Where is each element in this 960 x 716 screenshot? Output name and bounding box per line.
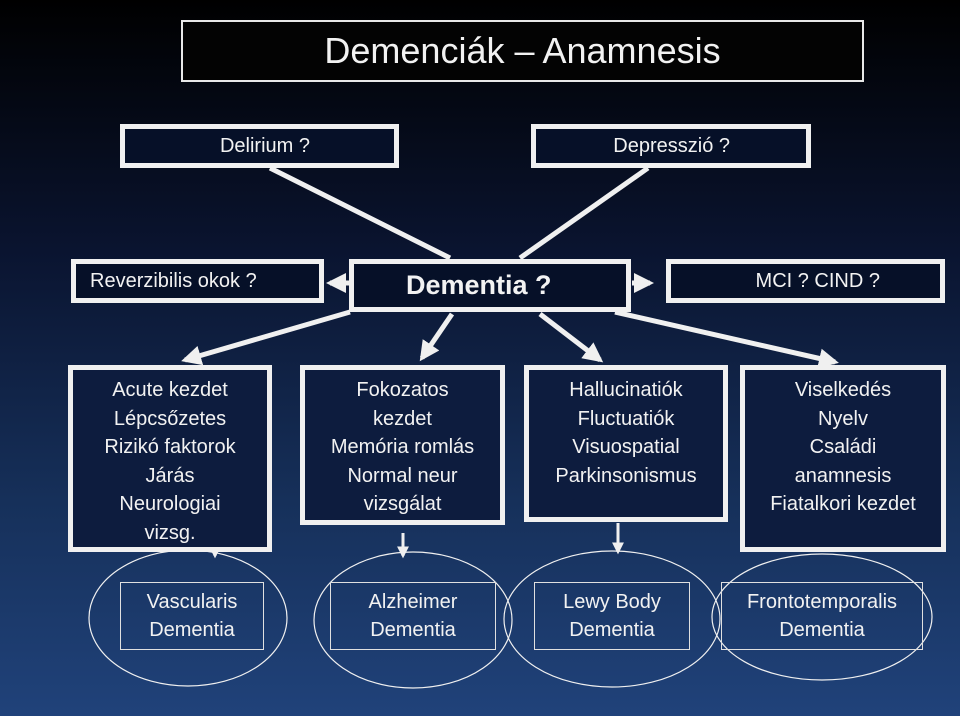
- arrow-to-feature-2: [419, 312, 455, 362]
- feature-line: Hallucinatiók: [569, 379, 683, 401]
- feature-line: Visuospatial: [572, 436, 680, 458]
- type-lewy: Lewy Body Dementia: [534, 582, 690, 650]
- type-line: Alzheimer: [368, 591, 458, 613]
- feature-line: Memória romlás: [330, 436, 475, 458]
- feature-box-alzheimer: Fokozatos kezdet Memória romlás Normal n…: [300, 365, 505, 525]
- arrow-to-feature-3: [538, 312, 604, 363]
- ellipse-alzheimer: [313, 551, 513, 689]
- arrow-to-feature-4: [614, 309, 839, 369]
- feature-line: vizsgálat: [363, 493, 442, 515]
- arrow-to-feature-1: [181, 309, 351, 366]
- connector-depressio: [518, 165, 650, 261]
- feature-box-frontotemporal: Viselkedés Nyelv Családi anamnesis Fiata…: [740, 365, 946, 552]
- feature-line: Viselkedés: [794, 379, 892, 401]
- depressio-box: Depresszió ?: [531, 124, 811, 168]
- mci-label: MCI ? CIND ?: [755, 269, 880, 292]
- feature-line: Fluctuatiók: [577, 407, 675, 430]
- type-line: Vascularis: [146, 591, 238, 613]
- type-alzheimer: Alzheimer Dementia: [330, 582, 496, 650]
- reverzibilis-box: Reverzibilis okok ?: [71, 259, 324, 303]
- feature-line: Fiatalkori kezdet: [770, 493, 916, 515]
- type-line: Dementia: [370, 619, 456, 641]
- delirium-label: Delirium ?: [219, 134, 310, 157]
- feature-box-lewy: Hallucinatiók Fluctuatiók Visuospatial P…: [524, 365, 728, 522]
- feature-line: vizsg.: [144, 521, 196, 544]
- ellipse-frontotemporalis: [711, 553, 933, 681]
- feature-line: Parkinsonismus: [555, 464, 697, 487]
- feature-line: Neurologiai: [119, 493, 221, 515]
- type-line: Dementia: [149, 619, 235, 641]
- type-frontotemporalis: Frontotemporalis Dementia: [721, 582, 923, 650]
- feature-line: Fokozatos: [356, 379, 449, 401]
- connector-delirium: [268, 165, 452, 261]
- feature-line: Lépcsőzetes: [113, 407, 227, 430]
- type-line: Frontotemporalis: [746, 591, 898, 613]
- reverzibilis-label: Reverzibilis okok ?: [90, 269, 257, 292]
- depressio-label: Depresszió ?: [613, 134, 730, 157]
- dementia-box: Dementia ?: [349, 259, 631, 312]
- feature-line: kezdet: [373, 407, 432, 430]
- dementia-label: Dementia ?: [406, 270, 552, 300]
- mci-box: MCI ? CIND ?: [666, 259, 945, 303]
- ellipse-lewy: [503, 550, 721, 688]
- page-title: Demenciák – Anamnesis: [181, 20, 864, 82]
- feature-line: Normal neur: [347, 464, 458, 487]
- feature-line: Járás: [145, 464, 195, 487]
- feature-line: Nyelv: [817, 407, 868, 430]
- feature-line: anamnesis: [794, 464, 892, 487]
- feature-line: Családi: [809, 436, 877, 458]
- type-line: Lewy Body: [563, 591, 661, 613]
- feature-box-vascular: Acute kezdet Lépcsőzetes Rizikó faktorok…: [68, 365, 272, 552]
- type-vascularis: Vascularis Dementia: [120, 582, 264, 650]
- delirium-box: Delirium ?: [120, 124, 399, 168]
- type-line: Dementia: [569, 619, 655, 641]
- feature-line: Rizikó faktorok: [104, 436, 236, 458]
- feature-line: Acute kezdet: [112, 379, 228, 401]
- page-title-text: Demenciák – Anamnesis: [324, 30, 721, 71]
- type-line: Dementia: [779, 619, 865, 641]
